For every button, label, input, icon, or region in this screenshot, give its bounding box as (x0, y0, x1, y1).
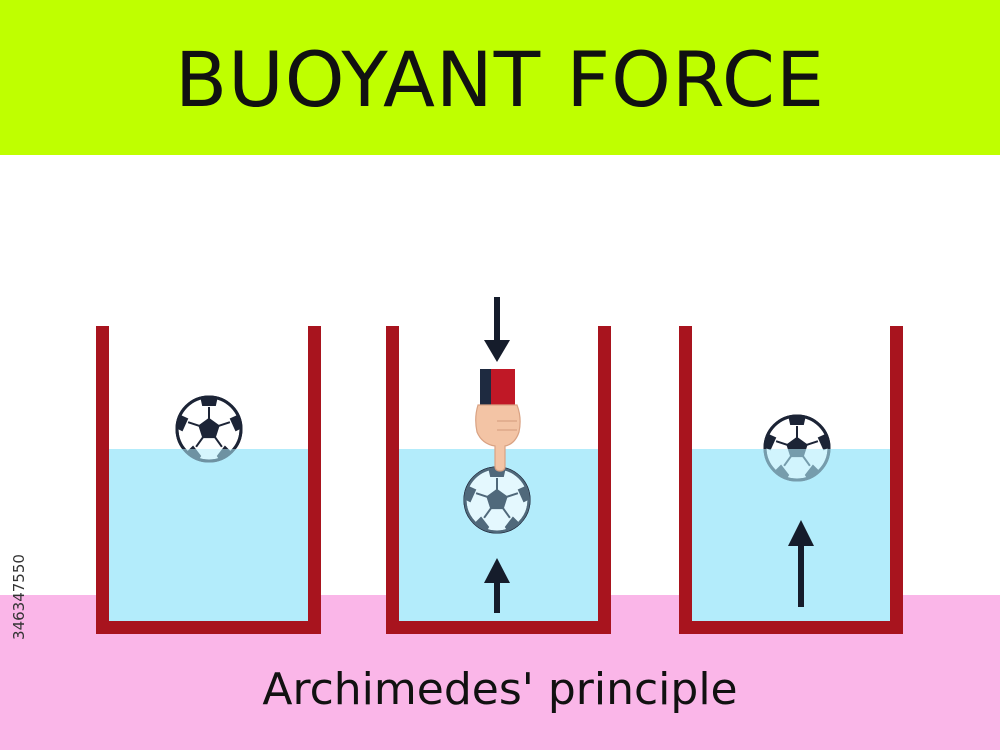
arrow-rising-up-icon (788, 520, 814, 607)
arrow-push-down-icon (484, 297, 510, 362)
stock-credit-text: 346347550 (10, 554, 28, 640)
water-1 (109, 449, 308, 621)
hand-pointing-icon (475, 404, 521, 472)
container-floating (96, 326, 321, 634)
container-rising (679, 326, 903, 634)
soccer-ball-submerged (462, 467, 532, 536)
water-surface-3 (692, 449, 890, 489)
stock-credit: 346347550 (8, 512, 30, 682)
arrow-buoyancy-up-icon (484, 558, 510, 613)
container-submerged (386, 297, 611, 634)
page-title: BUOYANT FORCE (174, 34, 826, 124)
caption: Archimedes' principle (262, 664, 738, 715)
water-surface-1 (109, 449, 308, 469)
title-band: BUOYANT FORCE (0, 0, 1000, 155)
